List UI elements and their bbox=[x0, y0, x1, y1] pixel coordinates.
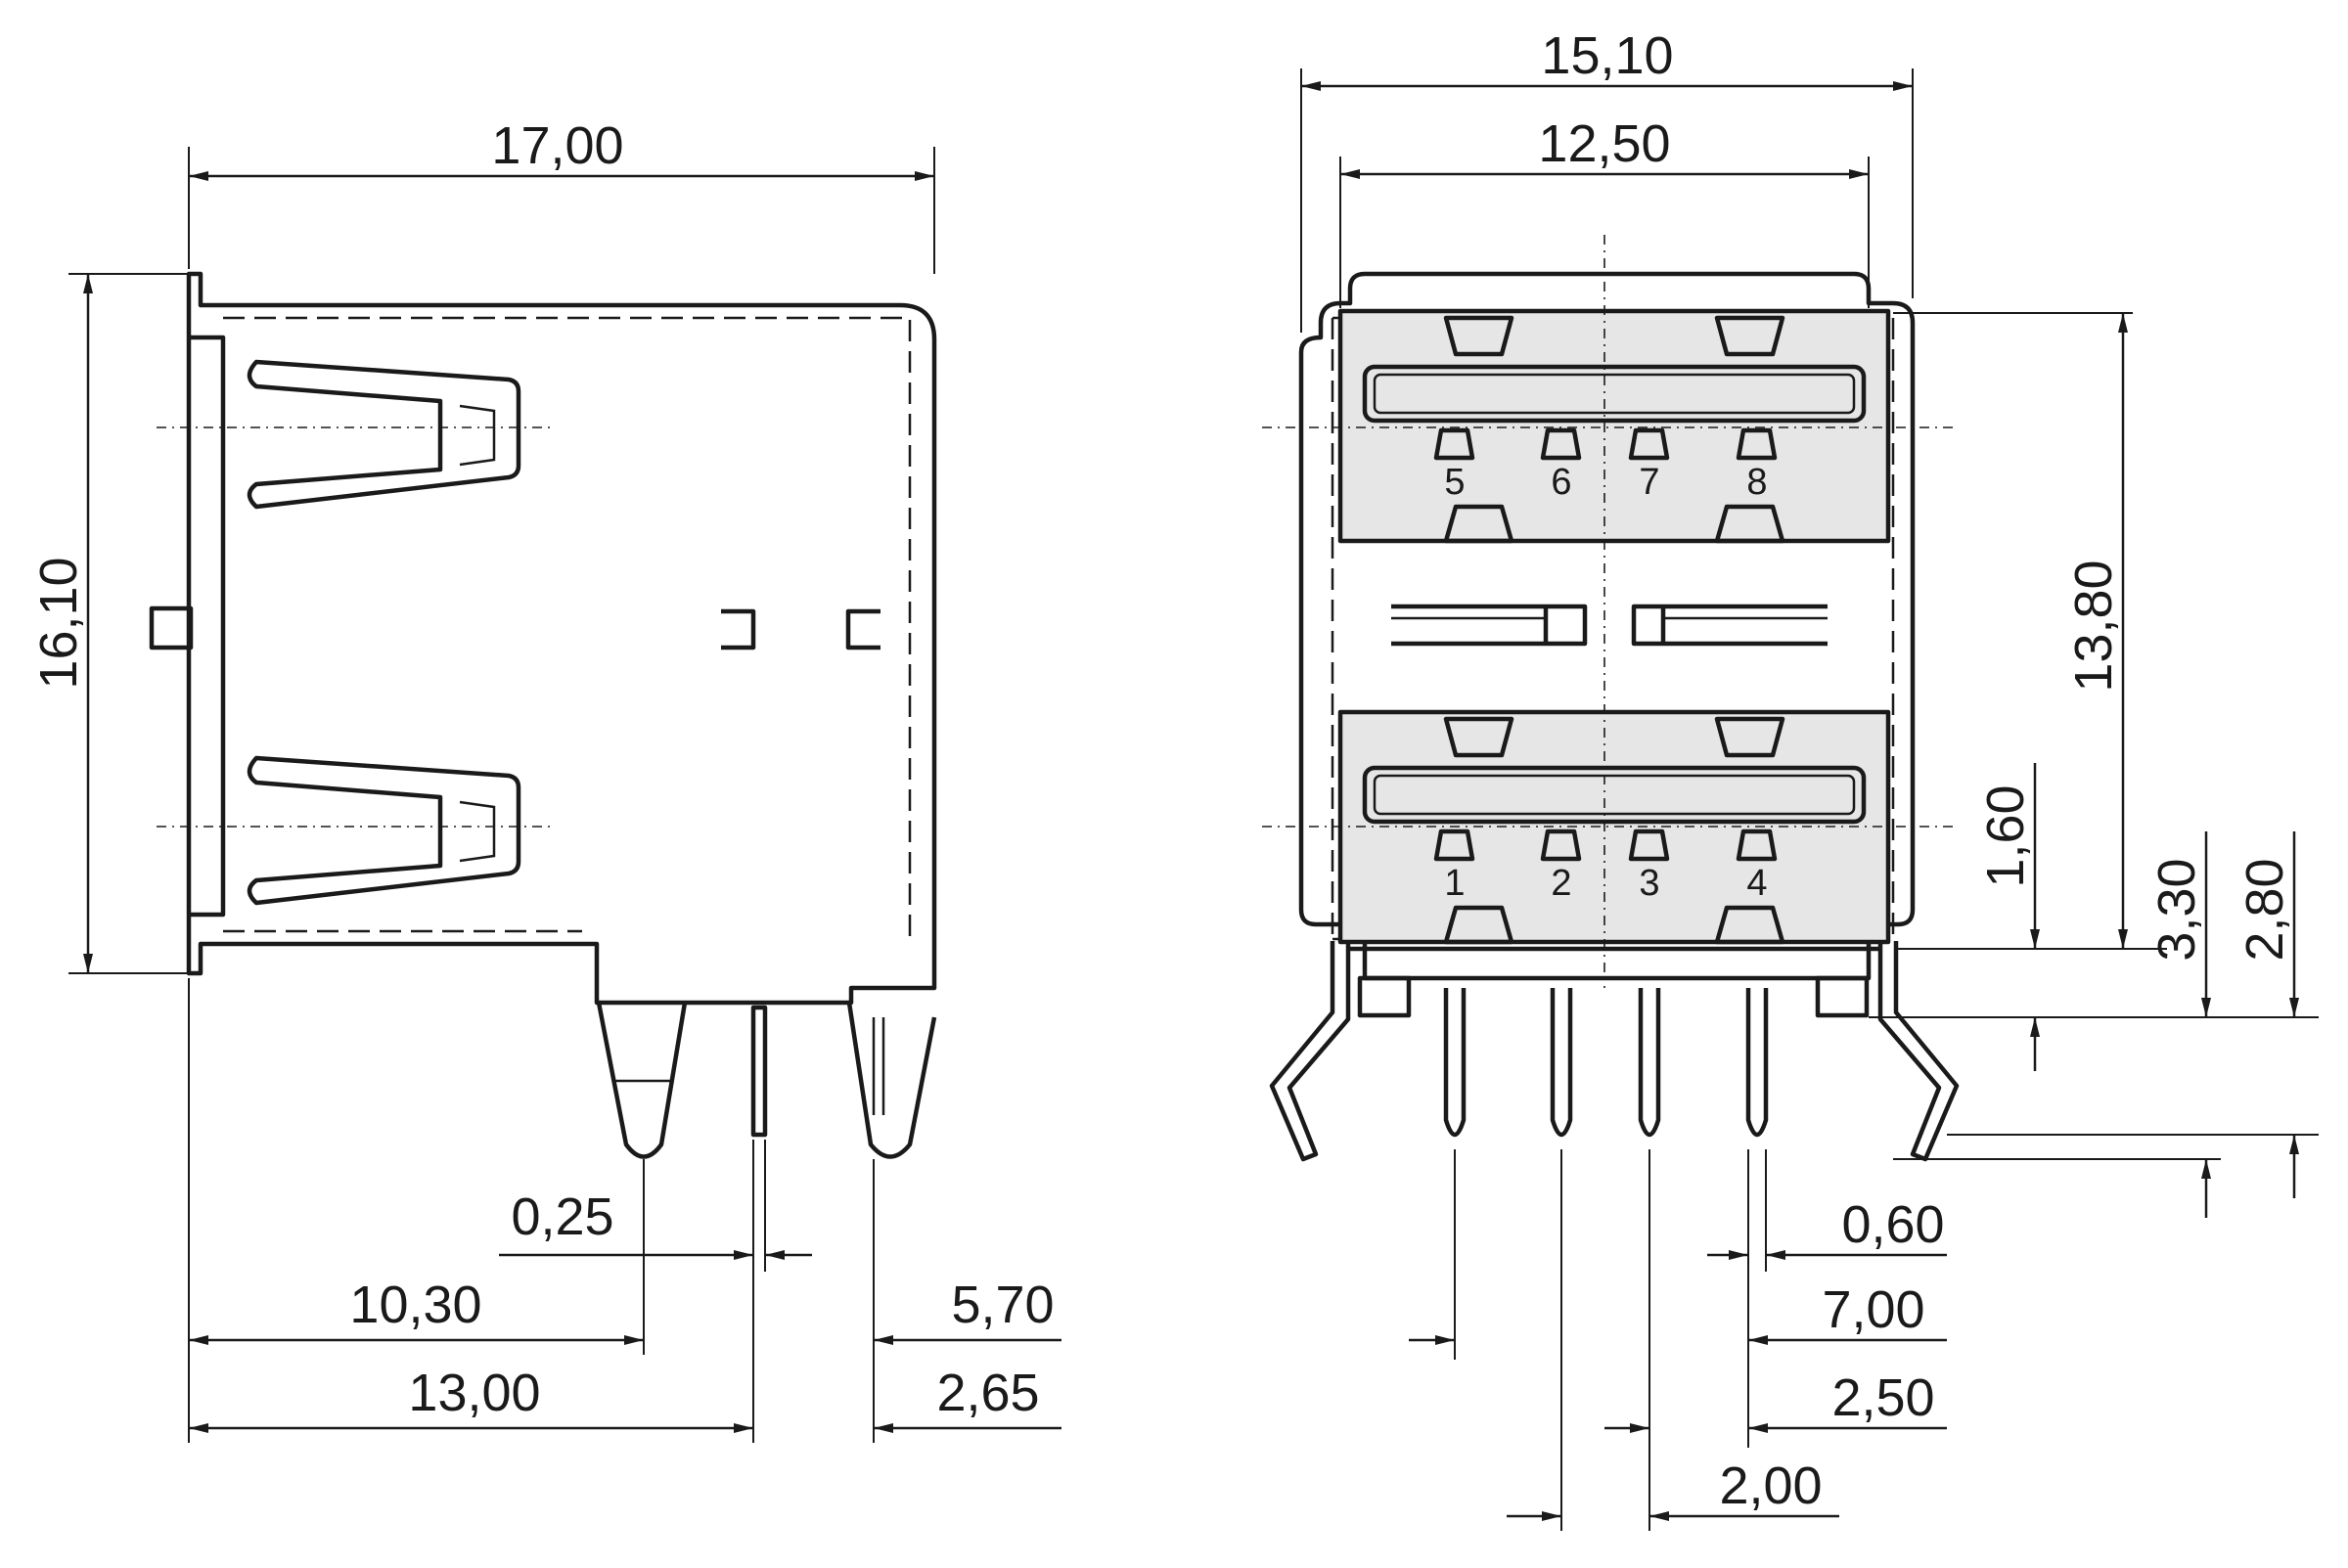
front-pin-3 bbox=[1638, 988, 1661, 1138]
pin-label-1: 1 bbox=[1444, 863, 1465, 904]
front-contact-window bbox=[1628, 829, 1670, 862]
front-latch-window bbox=[1443, 716, 1514, 758]
pin-label-7: 7 bbox=[1639, 462, 1659, 503]
front-dim-pinlen-b-label: 2,80 bbox=[2235, 858, 2294, 961]
side-spring-contact-lower bbox=[247, 755, 521, 906]
front-pin-4 bbox=[1745, 988, 1769, 1138]
front-contact-window bbox=[1736, 427, 1778, 461]
pin-label-5: 5 bbox=[1444, 462, 1465, 503]
front-upper-tongue bbox=[1362, 364, 1867, 424]
front-contact-window bbox=[1736, 829, 1778, 862]
side-latch-mark-1 bbox=[721, 608, 756, 650]
pin-label-8: 8 bbox=[1746, 462, 1767, 503]
front-latch-window bbox=[1443, 504, 1514, 544]
front-leg-right bbox=[1877, 941, 1960, 1162]
side-mounting-leg-1 bbox=[596, 1002, 688, 1159]
side-ext-width bbox=[188, 147, 935, 274]
front-latch-window bbox=[1443, 315, 1514, 357]
front-latch-window bbox=[1443, 905, 1514, 945]
side-dim-offset1-label: 10,30 bbox=[349, 1276, 481, 1334]
side-dim-offset2-label: 13,00 bbox=[408, 1364, 540, 1422]
side-signal-pin bbox=[750, 1005, 768, 1138]
side-dim-width-label: 17,00 bbox=[491, 116, 623, 175]
pin-label-2: 2 bbox=[1551, 863, 1571, 904]
front-contact-window bbox=[1540, 427, 1582, 461]
front-lower-tongue bbox=[1362, 765, 1867, 825]
front-contact-window bbox=[1540, 829, 1582, 862]
front-dim-inner-width-label: 12,50 bbox=[1538, 114, 1670, 173]
side-spring-contact-lower-inner bbox=[459, 800, 496, 863]
side-dim-offset3-label: 5,70 bbox=[951, 1276, 1054, 1334]
front-leg-left bbox=[1269, 941, 1351, 1162]
front-pin-1 bbox=[1443, 988, 1467, 1138]
side-latch-mark-2 bbox=[845, 608, 880, 650]
front-latch-window bbox=[1714, 315, 1785, 357]
front-dim-pitch-a-label: 2,50 bbox=[1831, 1368, 1934, 1427]
side-ext-pins bbox=[643, 1140, 875, 1443]
front-ext-pins bbox=[1454, 1149, 1767, 1531]
front-latch-window bbox=[1714, 905, 1785, 945]
front-standoff-right bbox=[1815, 975, 1870, 1018]
side-dim-height-label: 16,10 bbox=[29, 557, 88, 689]
side-spring-contact-upper-inner bbox=[459, 404, 496, 467]
pin-label-6: 6 bbox=[1551, 462, 1571, 503]
front-dim-pinlen-a-label: 3,30 bbox=[2147, 858, 2206, 961]
front-standoff-left bbox=[1357, 975, 1412, 1018]
front-dim-pitch-b-label: 2,00 bbox=[1719, 1456, 1822, 1515]
side-dim-pin-thickness-label: 0,25 bbox=[511, 1187, 613, 1246]
side-locating-tab bbox=[149, 605, 194, 650]
front-middle-spring-right bbox=[1631, 604, 1828, 647]
side-spring-contact-upper bbox=[247, 359, 521, 510]
side-front-face bbox=[189, 335, 226, 918]
front-contact-window bbox=[1628, 427, 1670, 461]
front-upper-tongue-inner bbox=[1373, 373, 1856, 415]
front-lower-tongue-inner bbox=[1373, 774, 1856, 816]
front-ext-inner-width bbox=[1339, 157, 1870, 308]
front-latch-window bbox=[1714, 716, 1785, 758]
front-contact-window bbox=[1433, 829, 1475, 862]
front-contact-window bbox=[1433, 427, 1475, 461]
pin-label-4: 4 bbox=[1746, 863, 1767, 904]
front-shell-outline bbox=[1298, 271, 1916, 981]
side-housing-outline bbox=[186, 271, 937, 1006]
front-dim-height-label: 13,80 bbox=[2064, 560, 2123, 692]
front-dim-outer-width-label: 15,10 bbox=[1541, 26, 1673, 85]
side-dim-offset4-label: 2,65 bbox=[936, 1364, 1039, 1422]
front-dim-pinwidth-label: 0,60 bbox=[1841, 1195, 1944, 1254]
front-view: 5 6 7 8 1 2 3 4 bbox=[1262, 26, 2319, 1531]
front-middle-spring-left bbox=[1391, 604, 1588, 647]
front-ext-outer-width bbox=[1300, 68, 1914, 333]
front-dim-pinspan-label: 7,00 bbox=[1822, 1280, 1924, 1339]
side-mounting-leg-2-mark bbox=[872, 1017, 885, 1115]
front-latch-window bbox=[1714, 504, 1785, 544]
side-inner-top-dash bbox=[223, 316, 912, 939]
side-view: 17,00 16,10 0,25 10,30 13,00 5,70 2,65 bbox=[29, 116, 1061, 1443]
front-upper-port bbox=[1337, 308, 1891, 544]
front-pin-2 bbox=[1550, 988, 1573, 1138]
pin-label-3: 3 bbox=[1639, 863, 1659, 904]
side-mounting-leg-2 bbox=[846, 1002, 937, 1159]
front-dim-standoff-label: 1,60 bbox=[1976, 784, 2035, 887]
front-ext-standoff bbox=[1869, 1016, 2319, 1160]
